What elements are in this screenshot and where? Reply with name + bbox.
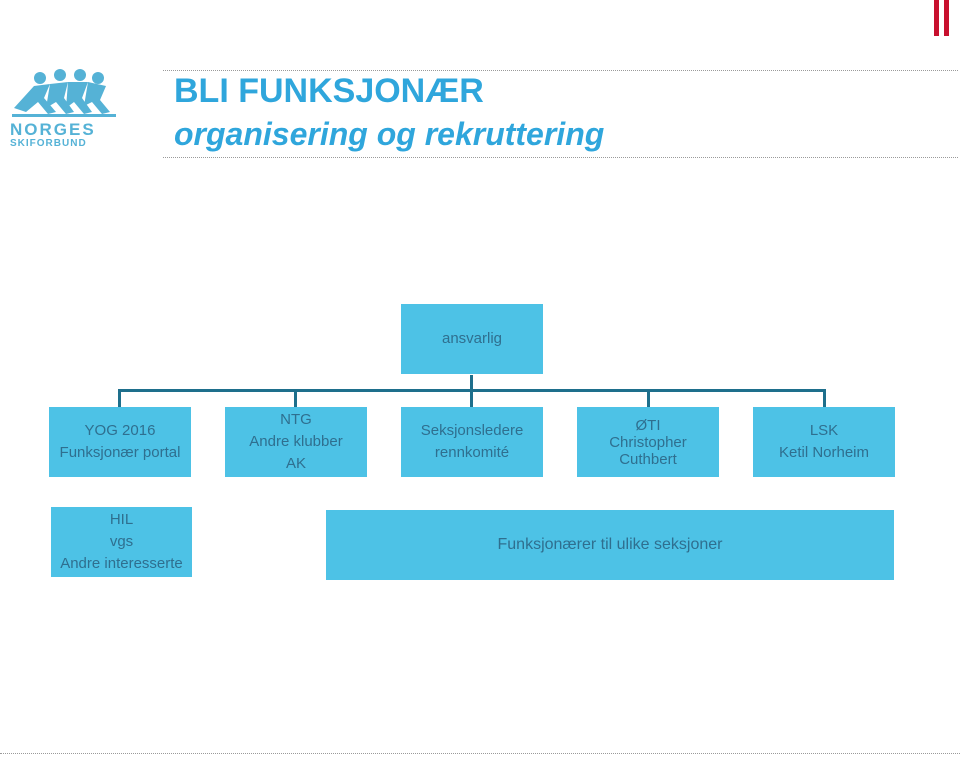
wide-info-box: Funksjonærer til ulike seksjoner (326, 510, 894, 580)
norges-skiforbund-logo: NORGES SKIFORBUND (10, 68, 118, 149)
left-box-line-1: HIL (109, 511, 134, 528)
page-subtitle: organisering og rekruttering (174, 116, 605, 152)
org-child-box-3: Seksjonsledere rennkomité (401, 407, 543, 477)
org-child-box-1: YOG 2016 Funksjonær portal (49, 407, 191, 477)
logo-text-norges: NORGES (10, 120, 96, 139)
flag-stripe-2 (944, 0, 949, 36)
left-info-box: HIL vgs Andre interesserte (51, 507, 192, 577)
connector-child-4 (647, 389, 650, 407)
skiers-icon (12, 69, 116, 117)
org-child-5-line-2: Ketil Norheim (778, 444, 870, 461)
org-child-5-line-1: LSK (809, 422, 839, 439)
connector-child-3 (470, 389, 473, 407)
org-child-box-5: LSK Ketil Norheim (753, 407, 895, 477)
org-child-2-line-3: AK (285, 455, 306, 472)
org-child-4-line-2: Christopher (609, 433, 687, 451)
org-child-1-line-1: YOG 2016 (84, 422, 156, 439)
org-child-3-line-2: rennkomité (434, 444, 510, 461)
page-title: BLI FUNKSJONÆR (174, 72, 484, 110)
left-box-line-3: Andre interesserte (60, 555, 183, 572)
org-root-label: ansvarlig (441, 330, 503, 347)
org-child-2-line-1: NTG (280, 411, 312, 428)
org-root-box: ansvarlig (401, 304, 543, 374)
org-child-4-line-1: ØTI (635, 416, 661, 434)
left-box-line-2: vgs (109, 533, 134, 550)
org-child-4-line-3: Cuthbert (619, 450, 677, 468)
org-child-1-line-2: Funksjonær portal (59, 444, 181, 461)
flag-stripe-1 (934, 0, 939, 36)
connector-child-1 (118, 389, 121, 407)
org-child-box-4: ØTI Christopher Cuthbert (577, 407, 719, 477)
org-child-2-line-2: Andre klubber (249, 433, 343, 450)
org-child-box-2: NTG Andre klubber AK (225, 407, 367, 477)
connector-root-down (470, 375, 473, 390)
top-rule (163, 70, 958, 71)
connector-child-5 (823, 389, 826, 407)
org-child-3-line-1: Seksjonsledere (420, 422, 524, 439)
connector-child-2 (294, 389, 297, 407)
wide-box-label: Funksjonærer til ulike seksjoner (497, 536, 723, 553)
title-rule (163, 157, 958, 158)
logo-text-skiforbund: SKIFORBUND (10, 138, 87, 149)
bottom-rule (0, 753, 960, 754)
